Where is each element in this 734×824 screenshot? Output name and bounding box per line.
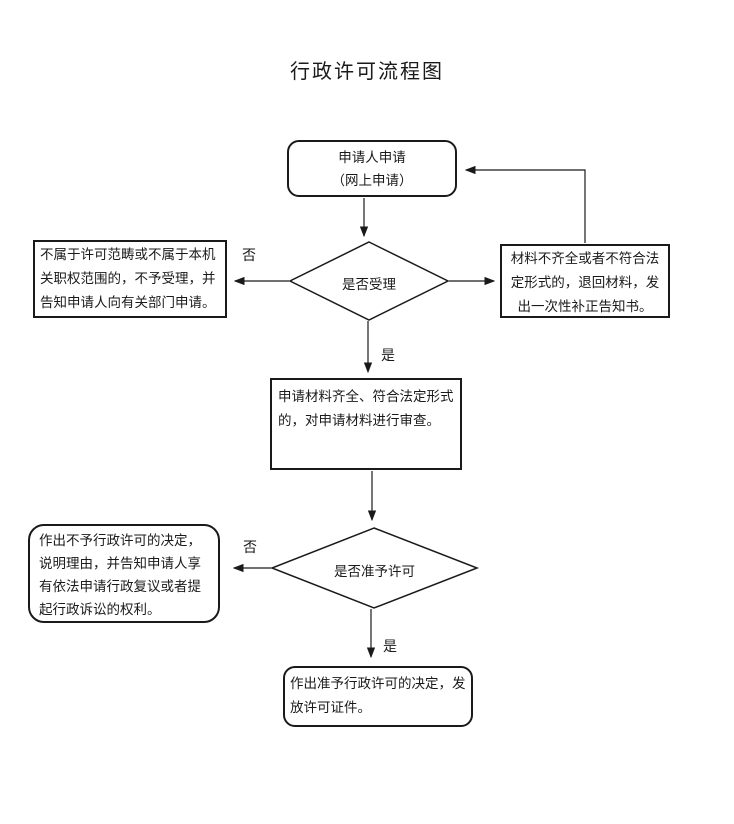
start-node: 申请人申请 （网上申请） [287, 140, 457, 197]
review-node: 申请材料齐全、符合法定形式的，对申请材料进行审查。 [270, 378, 462, 470]
page-title: 行政许可流程图 [290, 61, 444, 83]
not-accepted-node: 不属于许可范畴或不属于本机关职权范围的，不予受理，并告知申请人向有关部门申请。 [33, 240, 227, 318]
license-no-edge-label: 否 [243, 541, 257, 556]
license-diamond-label: 是否准予许可 [334, 564, 415, 579]
accept-yes-edge-label: 是 [381, 349, 395, 364]
accept-no-edge-label: 否 [242, 249, 256, 264]
accept-diamond [288, 241, 450, 321]
accept-diamond-label: 是否受理 [342, 277, 396, 292]
grant-node: 作出准予行政许可的决定，发放许可证件。 [283, 666, 473, 727]
supplement-node: 材料不齐全或者不符合法定形式的，退回材料，发出一次性补正告知书。 [500, 244, 670, 318]
arrow-supplement-back-to-start [464, 165, 586, 243]
deny-node: 作出不予行政许可的决定，说明理由，并告知申请人享有依法申请行政复议或者提起行政诉… [28, 524, 220, 623]
license-yes-edge-label: 是 [383, 640, 397, 655]
license-diamond [269, 527, 480, 609]
